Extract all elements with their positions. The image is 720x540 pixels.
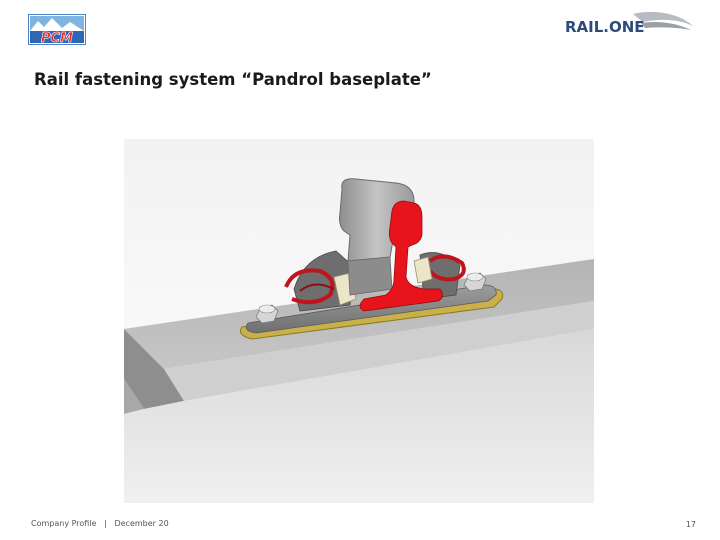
- bolt-left: [255, 304, 279, 324]
- footer-date: December 20: [114, 519, 169, 528]
- page-title: Rail fastening system “Pandrol baseplate…: [34, 70, 432, 89]
- sleeper-end: [124, 329, 184, 409]
- railone-logo-text: RAIL.ONE: [565, 18, 645, 36]
- clip-left: [284, 268, 335, 305]
- rail-fastening-illustration: [124, 139, 594, 503]
- footer-meta: Company Profile | December 20: [31, 519, 169, 528]
- bolt-right: [463, 272, 487, 292]
- rail-section: [359, 200, 443, 312]
- footer-company: Company Profile: [31, 519, 97, 528]
- footer-separator: |: [104, 519, 107, 528]
- insulator-right: [413, 256, 433, 284]
- clip-right: [428, 254, 466, 282]
- sleeper-front: [164, 301, 594, 401]
- railone-logo: RAIL.ONE: [565, 11, 693, 36]
- page-number: 17: [685, 520, 696, 529]
- pcm-logo: PCM: [28, 14, 86, 45]
- pcm-logo-text: PCM: [41, 31, 73, 45]
- rail-web: [347, 256, 393, 296]
